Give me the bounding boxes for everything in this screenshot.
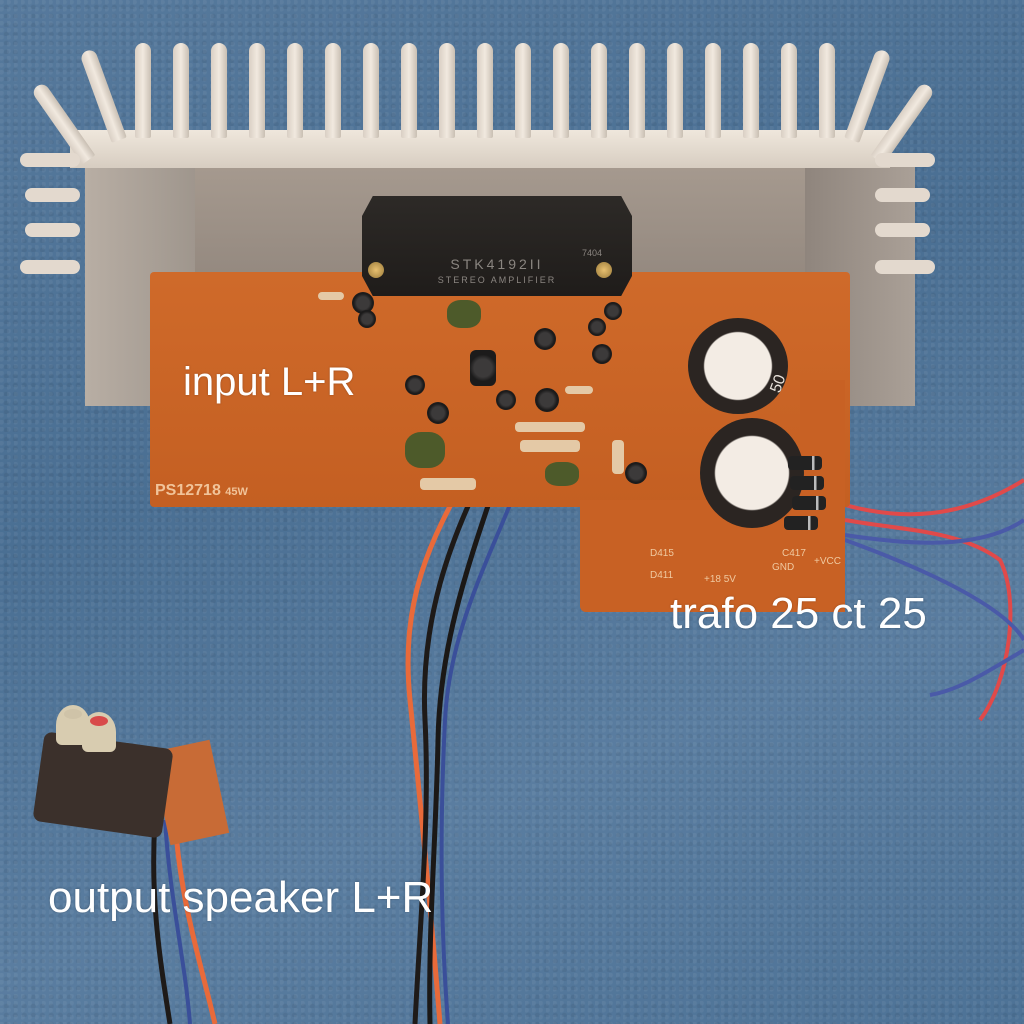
heatsink-side-fin <box>20 153 80 167</box>
silk-vcc: +VCC <box>814 556 841 567</box>
heatsink-side-fin <box>25 188 80 202</box>
heatsink-fin <box>401 43 417 138</box>
annotation-input: input L+R <box>183 360 356 404</box>
filter-capacitor <box>700 418 804 528</box>
resistor <box>520 440 580 452</box>
heatsink-fin <box>781 43 797 138</box>
heatsink-fin <box>211 43 227 138</box>
electrolytic-capacitor <box>592 344 612 364</box>
film-capacitor <box>447 300 481 328</box>
silk-gnd: GND <box>772 562 795 573</box>
heatsink-fin <box>591 43 607 138</box>
chip-date-code: 7404 <box>581 248 602 258</box>
resistor <box>318 292 344 300</box>
electrolytic-capacitor <box>358 310 376 328</box>
film-capacitor <box>545 462 579 486</box>
heatsink-fin <box>363 43 379 138</box>
heatsink-fin <box>743 43 759 138</box>
electrolytic-capacitor <box>496 390 516 410</box>
heatsink-fin <box>30 81 96 165</box>
resistor <box>612 440 624 474</box>
heatsink-side-fin <box>25 223 80 237</box>
resistor <box>565 386 593 394</box>
heatsink-fin <box>249 43 265 138</box>
pcb-model-marking: PS12718 45W <box>155 482 248 500</box>
electrolytic-capacitor <box>535 388 559 412</box>
heatsink-fin <box>553 43 569 138</box>
chip-screw <box>596 262 612 278</box>
heatsink-side-fin <box>875 188 930 202</box>
heatsink-fin <box>439 43 455 138</box>
heatsink-fin <box>135 43 151 138</box>
resistor <box>515 422 585 432</box>
rectifier-diode <box>790 476 824 490</box>
electrolytic-capacitor <box>352 292 374 314</box>
heatsink-fin <box>819 43 835 138</box>
amplifier-ic: 7404 STK4192II STEREO AMPLIFIER <box>362 196 632 296</box>
rectifier-diode <box>784 516 818 530</box>
film-capacitor <box>405 432 445 468</box>
heatsink-side-fin <box>875 153 935 167</box>
chip-part-number: STK4192II <box>450 256 544 272</box>
filter-capacitor <box>688 318 788 414</box>
heatsink-fin <box>287 43 303 138</box>
electrolytic-capacitor <box>604 302 622 320</box>
heatsink-fin <box>325 43 341 138</box>
heatsink-side-fin <box>875 223 930 237</box>
chip-screw <box>368 262 384 278</box>
rca-terminal-red <box>82 712 116 752</box>
silk-d415: D415 <box>650 548 674 559</box>
pcb-power: 45W <box>225 486 248 498</box>
resistor <box>420 478 476 490</box>
electrolytic-capacitor <box>427 402 449 424</box>
heatsink-fin <box>844 48 892 143</box>
electrolytic-capacitor <box>405 375 425 395</box>
silk-c417: C417 <box>782 548 806 559</box>
heatsink-fin <box>705 43 721 138</box>
heatsink-side-fin <box>20 260 80 274</box>
silk-d411: D411 <box>650 570 674 581</box>
annotation-transformer: trafo 25 ct 25 <box>670 589 927 638</box>
heatsink-fin <box>629 43 645 138</box>
heatsink-fin <box>477 43 493 138</box>
electrolytic-capacitor <box>534 328 556 350</box>
pcb-model: PS12718 <box>155 482 221 499</box>
heatsink-fin <box>173 43 189 138</box>
heatsink-fin <box>667 43 683 138</box>
chip-description: STEREO AMPLIFIER <box>437 275 557 285</box>
annotation-output: output speaker L+R <box>48 873 434 922</box>
rectifier-diode <box>792 496 826 510</box>
heatsink-fin <box>79 48 127 143</box>
electrolytic-capacitor <box>625 462 647 484</box>
silk-supply: +18 5V <box>704 574 736 585</box>
electrolytic-capacitor <box>470 350 496 386</box>
electrolytic-capacitor <box>588 318 606 336</box>
rectifier-diode <box>788 456 822 470</box>
heatsink-fin <box>515 43 531 138</box>
heatsink-side-fin <box>875 260 935 274</box>
heatsink-fin <box>870 81 936 165</box>
